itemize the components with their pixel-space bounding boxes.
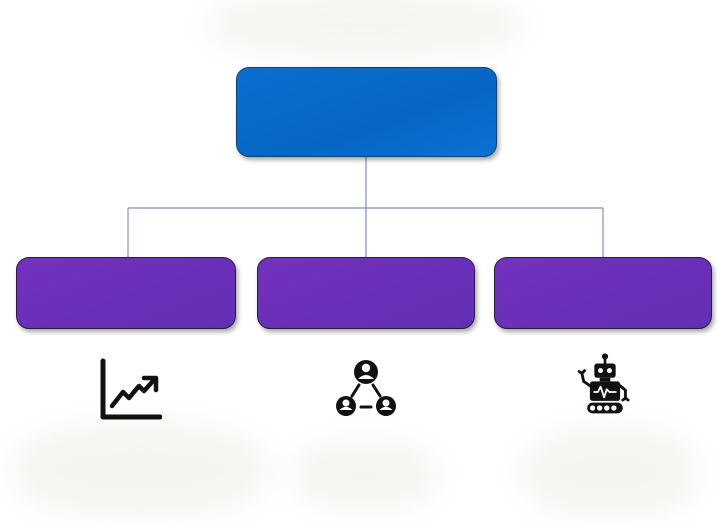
background-blob bbox=[520, 425, 700, 520]
people-network-icon bbox=[336, 360, 396, 416]
child-node-box-right bbox=[494, 257, 712, 329]
child-node-box-middle bbox=[257, 257, 475, 329]
background-blob bbox=[10, 420, 270, 520]
child-node-box-left bbox=[16, 257, 236, 329]
root-node-box bbox=[236, 67, 497, 157]
trending-up-chart-icon bbox=[100, 358, 162, 420]
background-blob bbox=[205, 0, 525, 60]
background-blob bbox=[290, 440, 440, 510]
robot-icon bbox=[577, 353, 630, 414]
